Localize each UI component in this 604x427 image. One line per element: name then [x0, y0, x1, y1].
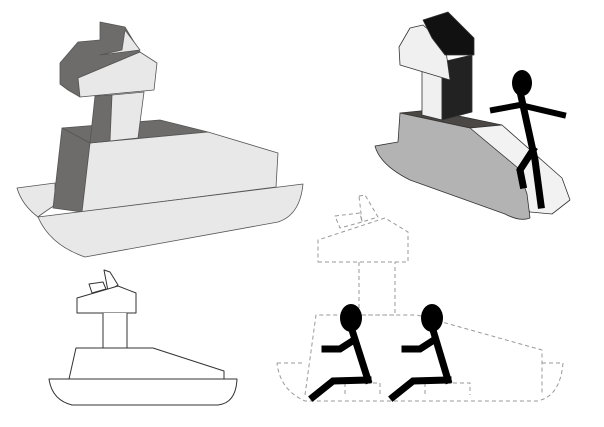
seated-figure-1	[308, 304, 373, 402]
figure-head	[512, 70, 532, 96]
figure-leg	[388, 376, 452, 402]
shaded-boat	[16, 21, 304, 258]
figure-body	[516, 91, 545, 209]
seat-1	[344, 382, 381, 395]
figure-head	[340, 304, 362, 332]
flag-2	[358, 194, 379, 223]
figure-head	[421, 304, 443, 332]
bridge-light	[77, 51, 158, 98]
tower-light	[421, 69, 443, 121]
bridge	[317, 217, 409, 263]
cabin	[68, 347, 225, 380]
bridge-light-top	[99, 29, 141, 56]
figure-arms	[489, 101, 567, 119]
tower	[102, 313, 128, 349]
tower-dark	[441, 54, 473, 121]
seat-2	[424, 382, 471, 395]
back-hull	[16, 182, 56, 218]
figure-leg	[516, 145, 538, 190]
tower	[358, 262, 396, 316]
gray-boat-with-figure	[374, 11, 571, 220]
tower-light	[109, 91, 145, 142]
outline-boat	[48, 269, 238, 406]
bridge-roof-black	[422, 11, 475, 56]
dashed-boat	[276, 194, 564, 402]
seated-figure-2	[388, 304, 453, 402]
hull	[48, 378, 238, 406]
flag-2	[103, 269, 119, 292]
standing-figure	[489, 70, 567, 209]
figure-arm	[321, 335, 359, 353]
flag-1	[334, 212, 363, 229]
bridge	[76, 285, 137, 314]
figure-leg	[308, 376, 372, 402]
figure-arm	[401, 335, 439, 353]
hull	[276, 362, 564, 402]
cabin-front	[81, 131, 279, 213]
tower-dark	[89, 94, 113, 144]
hull-front	[37, 183, 304, 258]
